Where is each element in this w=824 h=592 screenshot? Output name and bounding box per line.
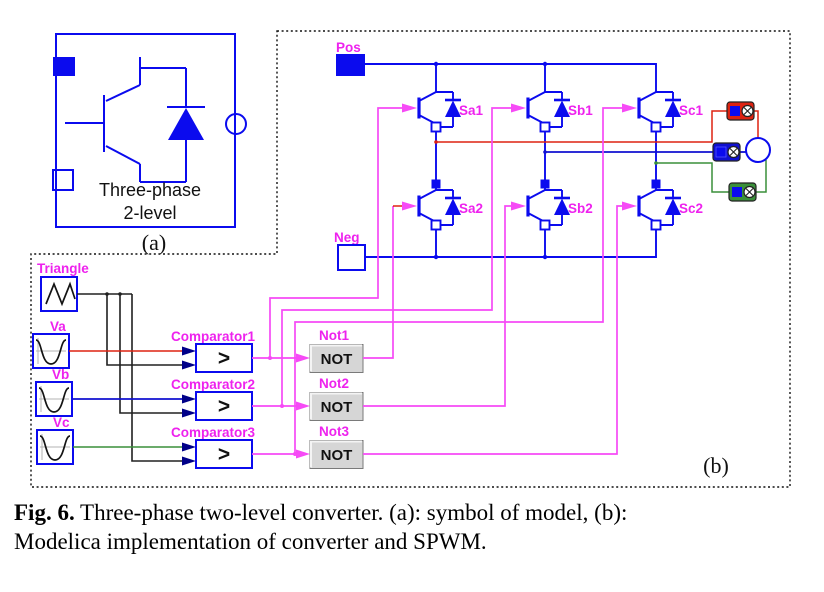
ac-plug-circle [225, 113, 247, 135]
igbt-label: Sc1 [679, 103, 704, 118]
igbt-sb1: Sb1 [526, 90, 593, 134]
not-glyph: NOT [321, 399, 353, 416]
neg-pin-square [337, 244, 366, 271]
comparator-input-arrows [182, 346, 196, 466]
va-source-block: Va [32, 319, 70, 369]
figure-caption: Fig. 6. Three-phase two-level converter.… [14, 498, 816, 556]
sine-wave-icon [39, 435, 71, 461]
comparator2-label: Comparator2 [171, 377, 255, 392]
igbt-sc1: Sc1 [637, 90, 704, 134]
va-label: Va [50, 319, 66, 334]
vc-source-block: Vc [36, 415, 74, 465]
igbt-diode-icon [65, 57, 205, 183]
sine-wave-icon [38, 387, 70, 413]
neg-terminal: Neg [334, 230, 366, 271]
symbol-text-line1: Three-phase [99, 180, 201, 200]
vb-label: Vb [52, 367, 69, 382]
comparator1-label: Comparator1 [171, 329, 256, 344]
igbt-label: Sb2 [568, 201, 593, 216]
igbt-sa1: Sa1 [417, 90, 484, 134]
phase-c-wire [654, 160, 767, 193]
plug-phase-a [726, 101, 755, 121]
igbt-sc2: Sc2 [637, 179, 703, 232]
not2-label: Not2 [319, 376, 349, 391]
not-glyph: NOT [321, 351, 353, 368]
greater-than-glyph: > [218, 395, 230, 418]
panel-a-symbol: Three-phase 2-level (a) [52, 33, 247, 255]
vc-label: Vc [53, 415, 70, 430]
plug-phase-b [712, 142, 741, 162]
symbol-border [55, 33, 236, 228]
carrier-wires [77, 292, 182, 462]
plug-phase-c [728, 182, 757, 202]
symbol-text-line2: 2-level [123, 203, 176, 223]
sine-wave-icon [35, 339, 67, 365]
igbt-sa2: Sa2 [417, 179, 483, 232]
phase-a-wire [434, 110, 759, 144]
ac-node-circle [745, 137, 771, 163]
triangle-label: Triangle [37, 261, 89, 276]
greater-than-glyph: > [218, 443, 230, 466]
panel-a-label: (a) [142, 230, 166, 255]
gate-arrowheads [296, 103, 637, 459]
comparator3-block: Comparator3 > [171, 425, 256, 469]
triangle-source-block: Triangle [37, 261, 89, 312]
not3-block: Not3 NOT [309, 424, 364, 469]
dc-bus-wires [365, 61, 657, 260]
diode-triangle [168, 108, 204, 140]
igbt-label: Sb1 [568, 103, 593, 118]
panel-b-label: (b) [703, 453, 729, 478]
igbt-label: Sc2 [679, 201, 703, 216]
not1-block: Not1 NOT [309, 328, 364, 373]
pos-label: Pos [336, 40, 361, 55]
greater-than-glyph: > [218, 347, 230, 370]
converter-diagram: Three-phase 2-level (a) Pos Neg Sa1 Sb1 [30, 30, 791, 488]
dc-positive-pin-square [53, 57, 75, 76]
phase-b-wire [543, 150, 746, 154]
dc-negative-pin-square [52, 169, 74, 191]
neg-label: Neg [334, 230, 360, 245]
gate-signal-wires [252, 107, 622, 456]
caption-line1: Three-phase two-level converter. (a): sy… [74, 500, 628, 525]
igbt-sb2: Sb2 [526, 179, 593, 232]
igbt-label: Sa2 [459, 201, 483, 216]
not3-label: Not3 [319, 424, 349, 439]
comparator3-label: Comparator3 [171, 425, 256, 440]
caption-line2: Modelica implementation of converter and… [14, 529, 487, 554]
not-glyph: NOT [321, 447, 353, 464]
pos-pin-square [336, 54, 365, 76]
igbt-label: Sa1 [459, 103, 484, 118]
pos-terminal: Pos [336, 40, 365, 76]
triangle-wave-icon [45, 281, 76, 307]
not2-block: Not2 NOT [309, 376, 364, 421]
caption-figure-number: Fig. 6. [14, 500, 75, 525]
not1-label: Not1 [319, 328, 349, 343]
vb-source-block: Vb [35, 367, 73, 417]
